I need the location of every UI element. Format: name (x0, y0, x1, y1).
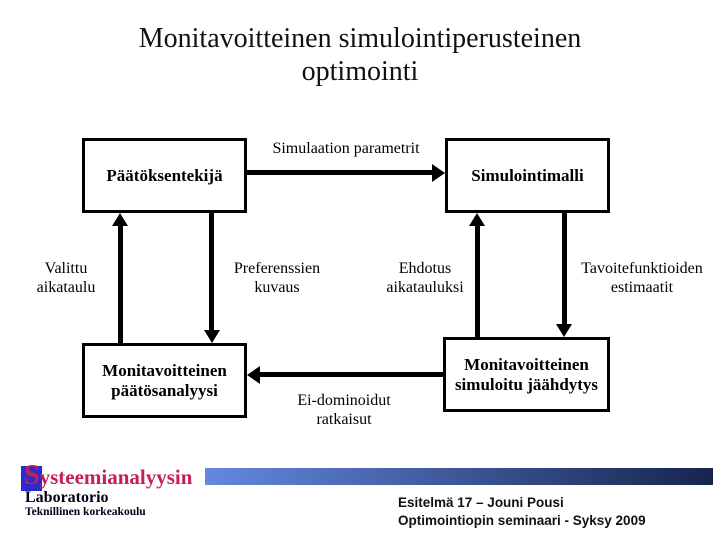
box-decision-analysis: Monitavoitteinen päätösanalyysi (82, 343, 247, 418)
org-laboratory: Laboratorio (25, 489, 109, 506)
slide-title-line1: Monitavoitteinen simulointiperusteinen (138, 23, 582, 54)
box-simulation-model-label: Simulointimalli (471, 165, 584, 185)
org-name: Systeemianalyysin (24, 462, 192, 491)
label-simulation-parameters: Simulaation parametrit (272, 140, 420, 157)
box-simulated-annealing-line1: Monitavoitteinen (464, 354, 589, 374)
box-simulated-annealing-line2: simuloitu jäähdytys (454, 374, 599, 394)
arrow-up-right-head-icon (469, 213, 485, 226)
credit-line1: Esitelmä 17 – Jouni Pousi (398, 495, 564, 510)
box-decision-analysis-line1: Monitavoitteinen (102, 360, 227, 380)
arrow-left-bottom-head-icon (247, 366, 260, 384)
arrow-down-left-shaft (209, 213, 214, 330)
box-decision-maker: Päätöksentekijä (82, 138, 247, 213)
arrow-down-right-head-icon (556, 324, 572, 337)
footer-gradient-bar (205, 468, 713, 485)
label-selected-schedule: Valittu aikataulu (36, 260, 96, 296)
org-university: Teknillinen korkeakoulu (25, 506, 146, 518)
arrow-right-top-shaft (247, 170, 433, 175)
box-simulated-annealing: Monitavoitteinen simuloitu jäähdytys (443, 337, 610, 412)
box-decision-maker-label: Päätöksentekijä (106, 165, 223, 185)
label-objective-estimates: Tavoitefunktioiden estimaatit (581, 260, 703, 296)
label-nondominated-solutions: Ei-dominoidut ratkaisut (297, 392, 391, 428)
arrow-up-left-shaft (118, 226, 123, 343)
org-name-rest: ysteemianalyysin (39, 465, 193, 489)
arrow-left-bottom-shaft (259, 372, 443, 377)
presentation-credits: Esitelmä 17 – Jouni Pousi Optimointiopin… (398, 494, 646, 530)
arrow-up-right-shaft (475, 226, 480, 337)
slide-title: Monitavoitteinen simulointiperusteinen o… (0, 22, 720, 88)
org-name-initial: S (24, 460, 40, 491)
label-proposal-schedule: Ehdotus aikatauluksi (386, 260, 464, 296)
label-preferences: Preferenssien kuvaus (233, 260, 321, 296)
slide-title-line2: optimointi (301, 56, 419, 87)
arrow-right-top-head-icon (432, 164, 445, 182)
arrow-down-left-head-icon (204, 330, 220, 343)
credit-line2: Optimointiopin seminaari - Syksy 2009 (398, 513, 646, 528)
arrow-down-right-shaft (562, 213, 567, 324)
box-decision-analysis-line2: päätösanalyysi (111, 380, 218, 400)
box-simulation-model: Simulointimalli (445, 138, 610, 213)
logo-blue-square-icon (21, 466, 42, 491)
arrow-up-left-head-icon (112, 213, 128, 226)
